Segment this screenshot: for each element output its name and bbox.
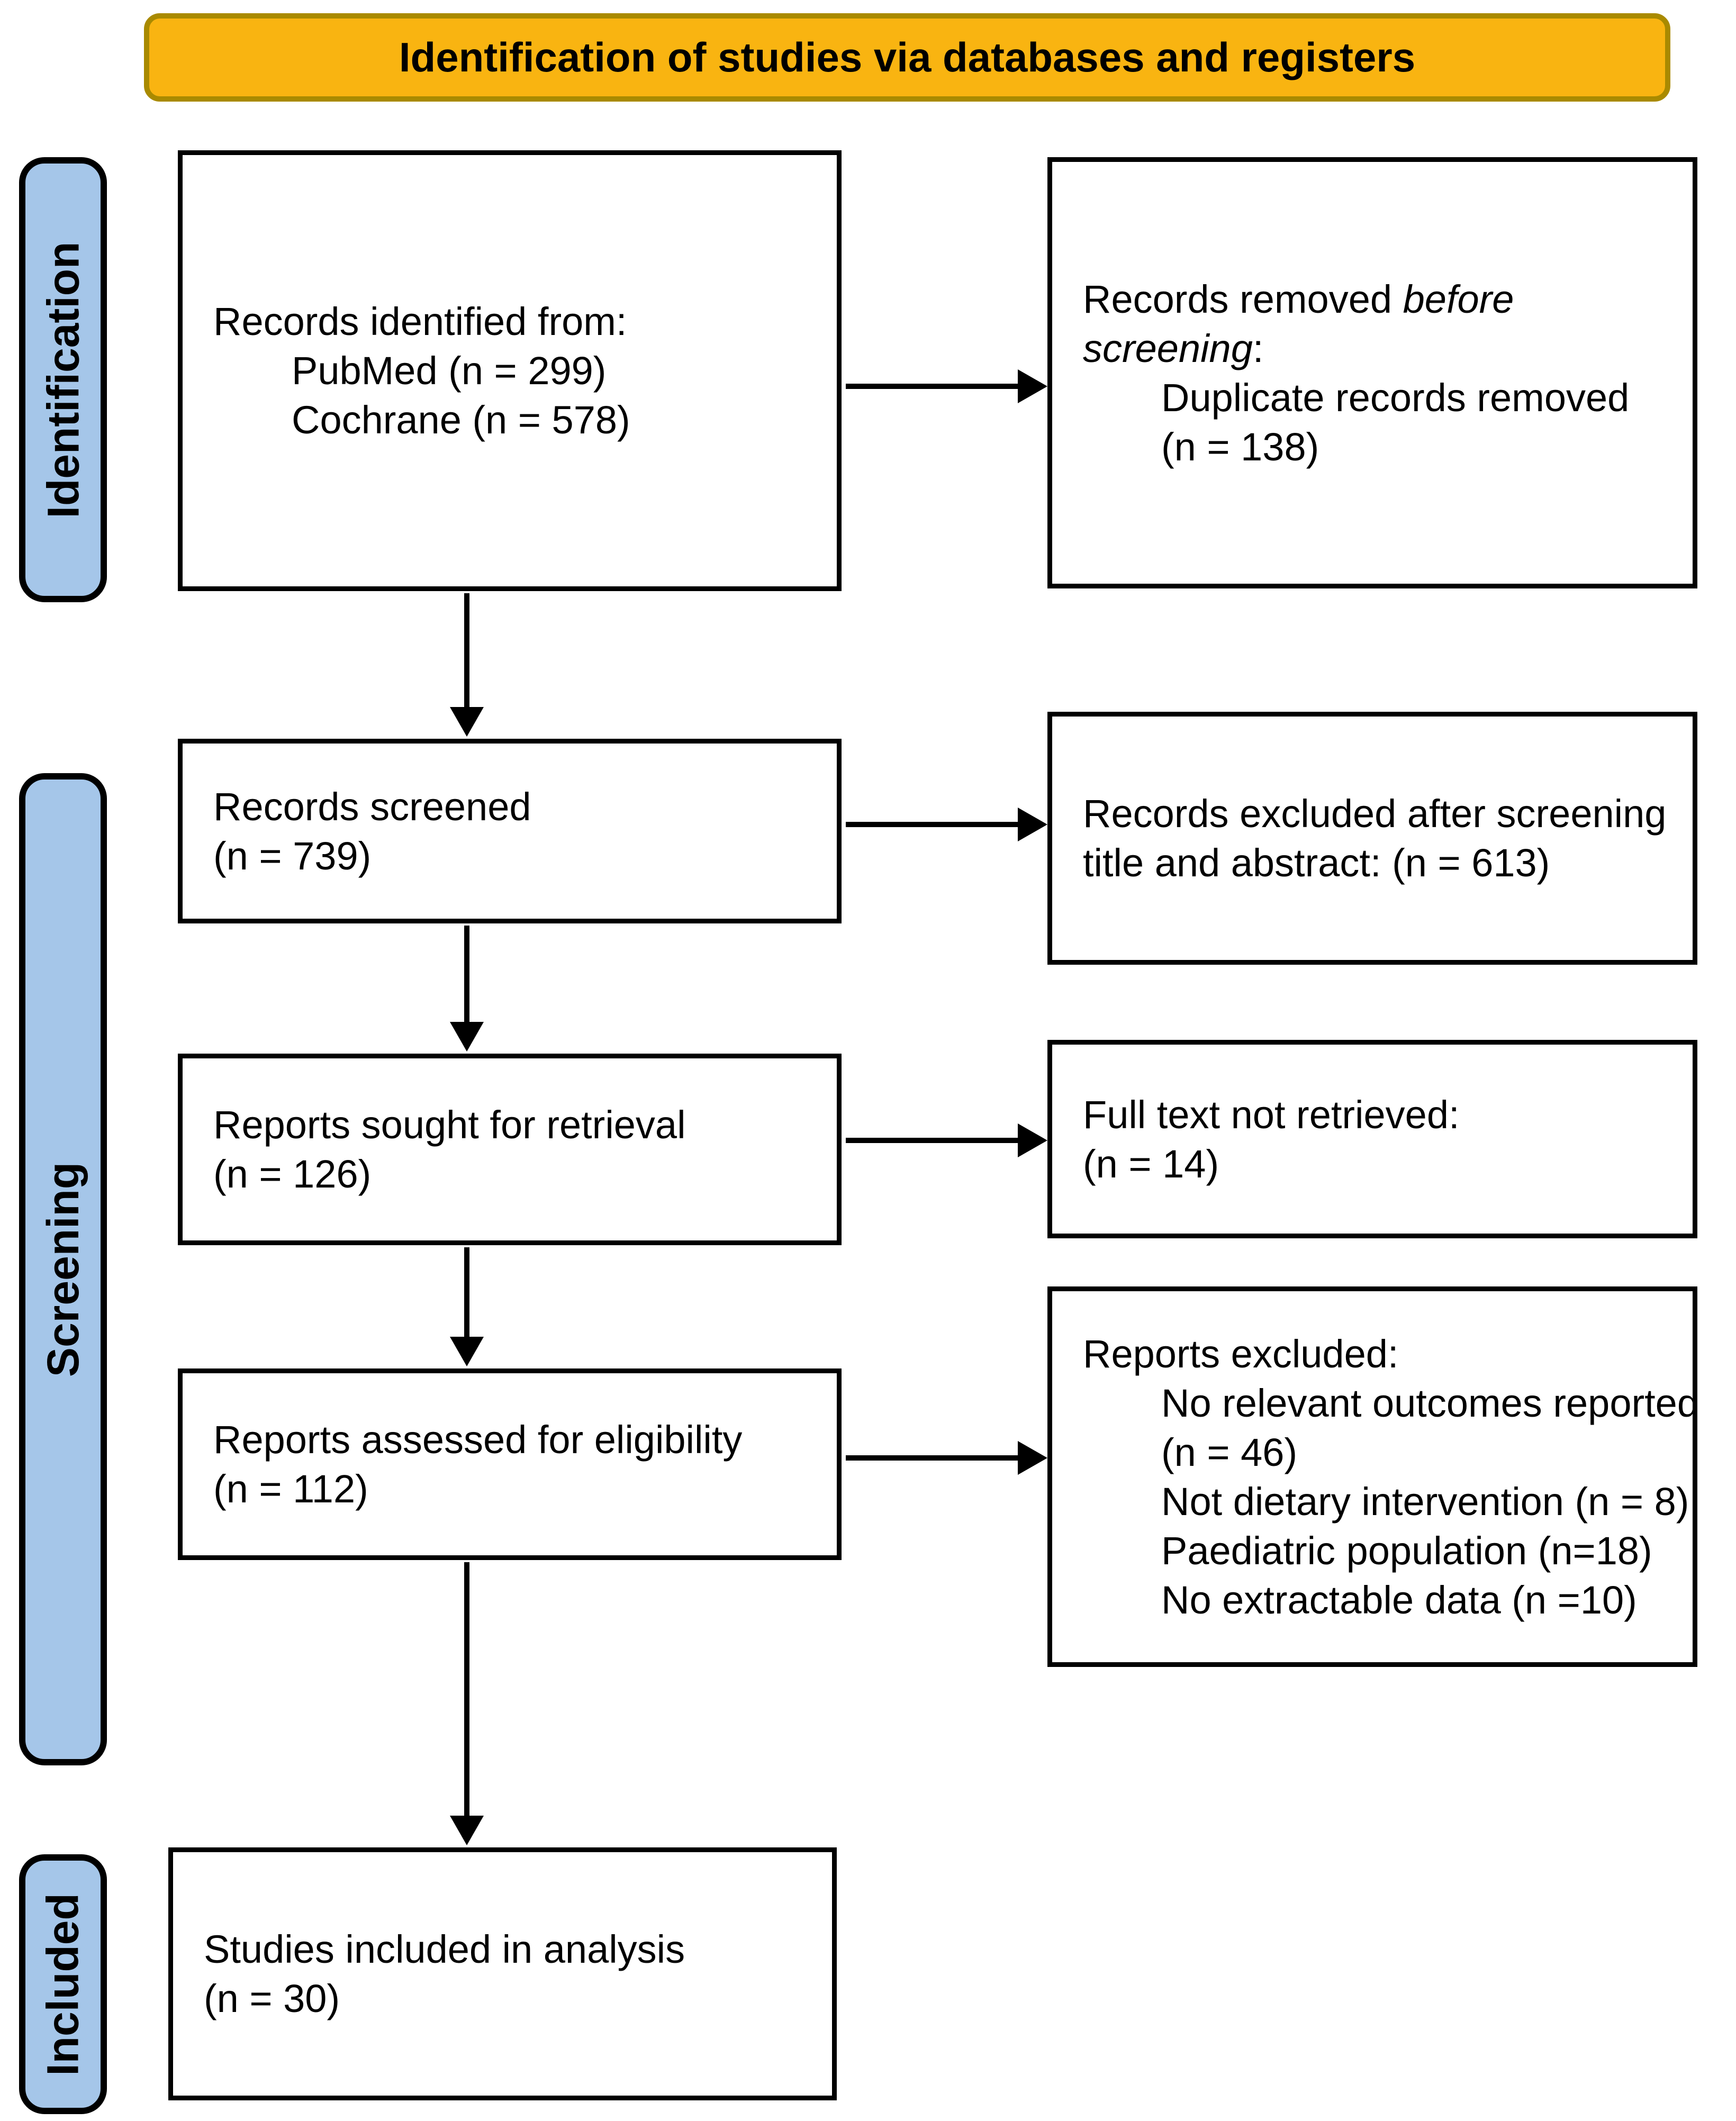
stage-included-label: Included xyxy=(38,1892,88,2076)
box-line: Cochrane (n = 578) xyxy=(292,398,630,442)
box-line: Records excluded after screening xyxy=(1083,792,1667,836)
box-line: No extractable data (n =10) xyxy=(1161,1578,1637,1622)
arrowhead-right-icon xyxy=(1018,808,1047,841)
box-line: (n = 46) xyxy=(1161,1430,1298,1474)
box-line: Records screened xyxy=(213,784,531,829)
box-line: Reports sought for retrieval xyxy=(213,1103,686,1147)
box-line: Paediatric population (n=18) xyxy=(1161,1528,1652,1573)
arrow-shaft xyxy=(846,822,1022,827)
arrow-sought-to-assessed xyxy=(449,1247,485,1366)
arrow-shaft xyxy=(464,1562,469,1821)
box-line: Duplicate records removed xyxy=(1161,375,1630,420)
banner-title-text: Identification of studies via databases … xyxy=(399,34,1416,80)
arrowhead-right-icon xyxy=(1018,1441,1047,1475)
arrowhead-down-icon xyxy=(450,1816,484,1845)
box-line: Records identified from: xyxy=(213,300,627,343)
stage-identification: Identification xyxy=(19,157,107,602)
box-line: No relevant outcomes reported xyxy=(1161,1381,1699,1425)
arrow-screened-to-excluded xyxy=(846,806,1047,842)
box-studies-included: Studies included in analysis (n = 30) xyxy=(168,1847,837,2100)
stage-identification-label: Identification xyxy=(38,241,88,518)
arrowhead-right-icon xyxy=(1018,1123,1047,1157)
arrow-assessed-to-excluded xyxy=(846,1440,1047,1476)
box-records-excluded: Records excluded after screening title a… xyxy=(1047,712,1697,965)
box-line: (n = 126) xyxy=(213,1152,372,1196)
arrow-shaft xyxy=(464,593,469,712)
box-line-text-italic: before screening xyxy=(1083,277,1514,370)
arrow-assessed-to-included xyxy=(449,1562,485,1845)
box-line: Not dietary intervention (n = 8) xyxy=(1161,1479,1689,1524)
box-line-text: : xyxy=(1252,326,1264,370)
arrow-shaft xyxy=(464,926,469,1027)
stage-screening: Screening xyxy=(19,773,107,1765)
box-line: (n = 14) xyxy=(1083,1141,1219,1186)
arrow-shaft xyxy=(846,384,1022,389)
arrow-shaft xyxy=(464,1247,469,1342)
box-reports-excluded: Reports excluded: No relevant outcomes r… xyxy=(1047,1286,1699,1667)
box-line: Reports excluded: xyxy=(1083,1331,1399,1376)
box-fulltext-not-retrieved: Full text not retrieved: (n = 14) xyxy=(1047,1040,1697,1238)
box-reports-assessed: Reports assessed for eligibility (n = 11… xyxy=(178,1368,842,1560)
box-line: Reports assessed for eligibility xyxy=(213,1418,743,1462)
stage-included: Included xyxy=(19,1854,107,2114)
box-line: Records removed before screening: xyxy=(1083,275,1671,373)
arrowhead-down-icon xyxy=(450,1337,484,1366)
arrowhead-down-icon xyxy=(450,707,484,737)
arrow-shaft xyxy=(846,1138,1022,1143)
box-line: Full text not retrieved: xyxy=(1083,1092,1460,1137)
box-line: Studies included in analysis xyxy=(204,1927,685,1971)
arrow-shaft xyxy=(846,1455,1022,1461)
box-line: (n = 30) xyxy=(204,1977,340,2020)
box-line-text: Records removed xyxy=(1083,277,1403,321)
arrow-screened-to-sought xyxy=(449,926,485,1052)
box-line: (n = 739) xyxy=(213,833,372,878)
arrowhead-right-icon xyxy=(1018,369,1047,403)
box-records-removed-before-screening: Records removed before screening: Duplic… xyxy=(1047,157,1697,588)
box-records-screened: Records screened (n = 739) xyxy=(178,739,842,923)
stage-screening-label: Screening xyxy=(38,1162,88,1377)
arrow-identified-to-screened xyxy=(449,593,485,737)
arrow-identified-to-removed xyxy=(846,368,1047,404)
box-line: (n = 112) xyxy=(213,1467,368,1511)
arrow-sought-to-notretrieved xyxy=(846,1122,1047,1158)
box-line: PubMed (n = 299) xyxy=(292,349,607,393)
arrowhead-down-icon xyxy=(450,1022,484,1052)
box-reports-sought: Reports sought for retrieval (n = 126) xyxy=(178,1054,842,1245)
banner-title: Identification of studies via databases … xyxy=(144,13,1670,102)
box-line: (n = 138) xyxy=(1161,424,1319,469)
box-line: title and abstract: (n = 613) xyxy=(1083,841,1550,885)
box-records-identified: Records identified from: PubMed (n = 299… xyxy=(178,150,842,591)
